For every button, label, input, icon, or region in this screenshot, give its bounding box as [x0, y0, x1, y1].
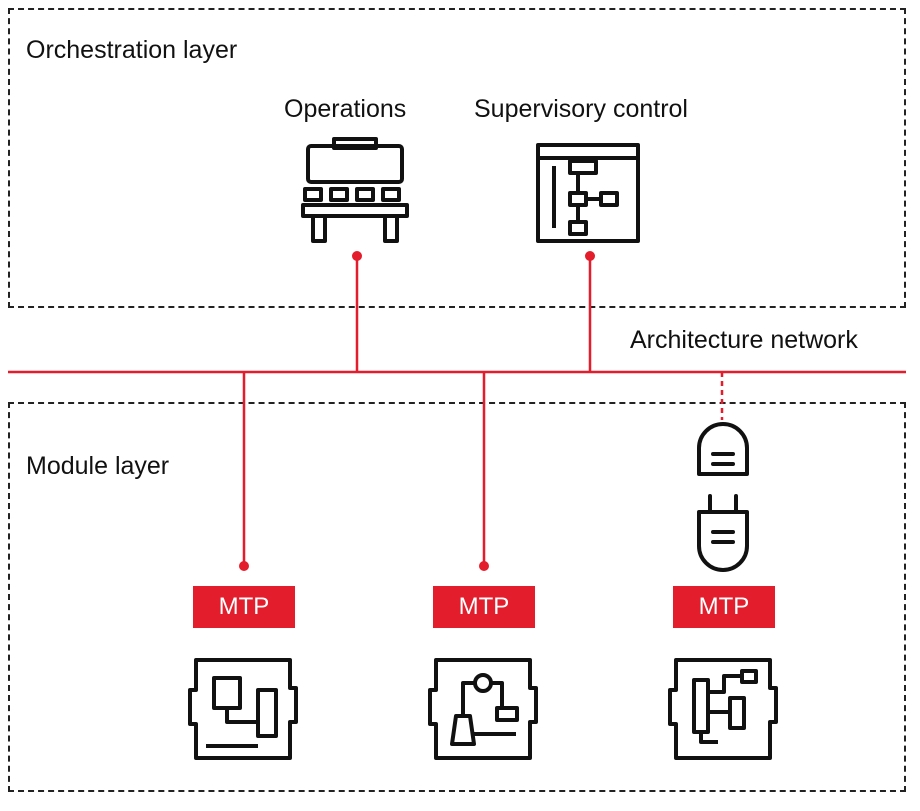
- module-block-diagram-icon: [188, 658, 298, 760]
- mtp-badge: MTP: [433, 586, 535, 628]
- module-1-connector-dot: [239, 561, 249, 571]
- mtp-badge: MTP: [673, 586, 775, 628]
- orchestration-layer-box: [8, 8, 906, 308]
- operations-console-icon: [301, 137, 409, 243]
- module-2-connector-dot: [479, 561, 489, 571]
- module-layer-box: [8, 402, 906, 792]
- operations-label: Operations: [284, 95, 407, 123]
- architecture-network-label: Architecture network: [630, 326, 858, 354]
- supervisory-control-label: Supervisory control: [474, 95, 688, 123]
- flowchart-window-icon: [536, 143, 640, 243]
- orchestration-layer-label: Orchestration layer: [26, 36, 238, 64]
- module-process-diagram-icon: [428, 658, 538, 760]
- module-piping-diagram-icon: [668, 658, 778, 760]
- mtp-badge: MTP: [193, 586, 295, 628]
- supervisory-connector-dot: [585, 251, 595, 261]
- operations-connector-dot: [352, 251, 362, 261]
- plug-socket-icon: [697, 422, 749, 572]
- module-layer-label: Module layer: [26, 452, 170, 480]
